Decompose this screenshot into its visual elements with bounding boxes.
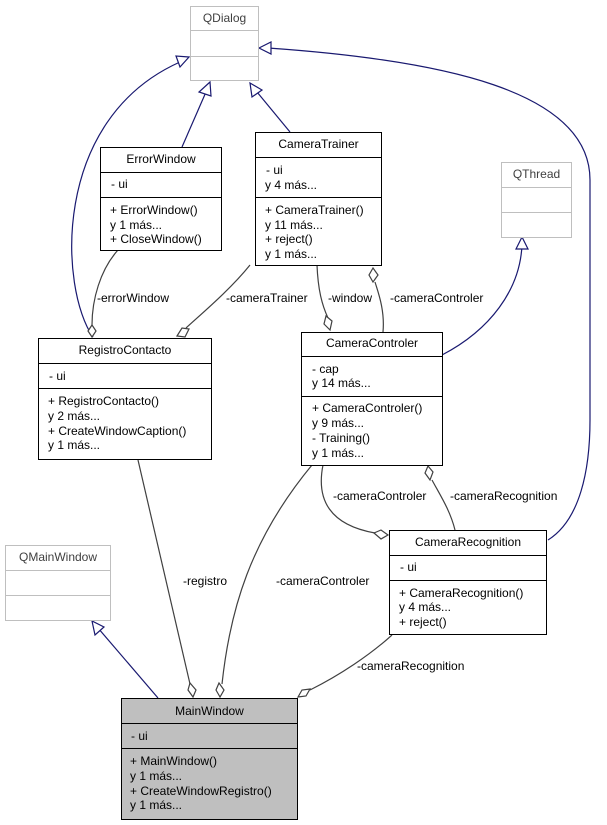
class-registrocontacto: RegistroContacto - ui + RegistroContacto… <box>38 338 212 460</box>
arrow-cameratrainer-qdialog <box>249 81 264 99</box>
edge-controler-main <box>221 464 313 685</box>
method: y 1 más... <box>312 446 364 460</box>
arrow-mainwindow-qmainwindow <box>91 619 106 637</box>
arrow-recognition-qdialog <box>257 41 272 55</box>
method: y 1 más... <box>48 438 100 452</box>
method: + CameraControler() <box>312 401 422 415</box>
class-qthread: QThread <box>501 162 572 238</box>
attribute: - ui <box>49 369 66 383</box>
label-window: -window <box>328 291 372 305</box>
edge-trainer-registro <box>185 264 251 329</box>
method: + ErrorWindow() <box>110 203 198 217</box>
diamond-controler-trainer <box>368 266 379 284</box>
method: y 1 más... <box>265 247 317 261</box>
label-errorwindow: -errorWindow <box>97 291 169 305</box>
method: - Training() <box>312 431 370 445</box>
diamond-errorwindow-registro <box>87 323 97 339</box>
diamond-trainer-registro <box>175 327 190 338</box>
method: + MainWindow() <box>130 754 217 768</box>
label-camerarecognition-main: -cameraRecognition <box>357 659 464 673</box>
attribute: y 4 más... <box>265 178 317 192</box>
class-name: QMainWindow <box>19 550 97 564</box>
method: y 1 más... <box>130 769 182 783</box>
class-name: QThread <box>513 167 560 181</box>
edge-recognition-qdialog <box>267 47 591 541</box>
method: + reject() <box>399 615 447 629</box>
edge-mainwindow-qmainwindow <box>97 627 159 699</box>
method: + CreateWindowCaption() <box>48 424 186 438</box>
arrow-controler-qthread <box>515 235 529 250</box>
edge-cameratrainer-qdialog <box>256 91 291 133</box>
edge-errorwindow-qdialog <box>181 91 207 148</box>
method: y 1 más... <box>130 798 182 812</box>
class-cameratrainer: CameraTrainer - ui y 4 más... + CameraTr… <box>255 132 382 266</box>
class-name: ErrorWindow <box>126 152 196 166</box>
method: + CloseWindow() <box>110 232 202 246</box>
label-cameracontroler-main: -cameraControler <box>276 574 369 588</box>
label-camerarecognition-controler: -cameraRecognition <box>450 489 557 503</box>
class-name: CameraControler <box>326 336 418 350</box>
diamond-trainer-controler-window <box>323 314 333 332</box>
attribute: - ui <box>400 560 417 574</box>
method: + RegistroContacto() <box>48 394 159 408</box>
method: y 11 más... <box>265 218 323 232</box>
class-name: QDialog <box>203 11 246 25</box>
diamond-recognition-main <box>296 688 312 698</box>
diamond-recognition-controler <box>424 464 434 482</box>
inheritance-edges <box>71 41 591 699</box>
arrow-registro-qdialog <box>175 55 191 69</box>
method: y 1 más... <box>110 218 162 232</box>
edge-labels: -errorWindow -cameraTrainer -window -cam… <box>97 291 557 673</box>
edge-controler-trainer <box>374 281 384 333</box>
edge-trainer-controler-window <box>316 264 329 319</box>
method: + CreateWindowRegistro() <box>130 784 272 798</box>
class-errorwindow: ErrorWindow - ui + ErrorWindow() y 1 más… <box>100 147 222 251</box>
method: y 4 más... <box>399 600 451 614</box>
edge-recognition-controler <box>431 479 456 531</box>
method: + CameraTrainer() <box>265 203 364 217</box>
arrow-errorwindow-qdialog <box>197 80 212 97</box>
class-name: RegistroContacto <box>79 343 172 357</box>
edge-registro-qdialog <box>71 61 181 338</box>
class-mainwindow: MainWindow - ui + MainWindow() y 1 más..… <box>121 698 298 820</box>
class-name: CameraRecognition <box>415 535 521 549</box>
class-qmainwindow: QMainWindow <box>5 545 111 621</box>
edge-controler-qthread <box>441 244 523 356</box>
attribute: y 14 más... <box>312 376 371 390</box>
class-name: MainWindow <box>175 704 244 718</box>
method: + reject() <box>265 232 313 246</box>
class-qdialog: QDialog <box>190 6 259 81</box>
class-name: CameraTrainer <box>278 137 358 151</box>
edge-errorwindow-registro <box>91 249 119 326</box>
association-edges <box>87 249 456 699</box>
method: y 9 más... <box>312 416 364 430</box>
label-cameracontroler-trainer: -cameraControler <box>390 291 483 305</box>
label-cameracontroler-recognition: -cameraControler <box>333 489 426 503</box>
edge-recognition-main <box>309 634 393 691</box>
diamond-registro-main <box>187 681 197 699</box>
label-registro: -registro <box>183 574 227 588</box>
attribute: - ui <box>266 163 283 177</box>
attribute: - ui <box>131 729 148 743</box>
attribute: - cap <box>312 362 339 376</box>
edge-controler-recognition <box>320 464 376 534</box>
method: y 2 más... <box>48 409 100 423</box>
attribute: - ui <box>111 177 128 191</box>
diamond-controler-main <box>215 681 225 699</box>
label-cameratrainer: -cameraTrainer <box>226 291 308 305</box>
method: + CameraRecognition() <box>399 586 523 600</box>
diamond-controler-recognition <box>372 529 390 540</box>
class-camerarecognition: CameraRecognition - ui + CameraRecogniti… <box>389 530 547 635</box>
class-cameracontroler: CameraControler - cap y 14 más... + Came… <box>301 332 443 466</box>
edge-registro-main <box>137 459 191 685</box>
